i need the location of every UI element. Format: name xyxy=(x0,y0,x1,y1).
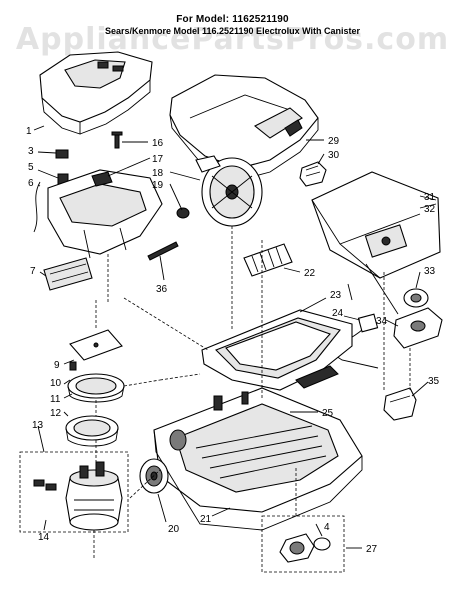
callout-14: 14 xyxy=(38,532,50,543)
callout-17: 17 xyxy=(152,154,164,165)
part-36-pin xyxy=(147,241,179,261)
kit-27-box xyxy=(261,515,345,573)
part-16-screw xyxy=(111,131,123,149)
callout-34: 34 xyxy=(376,316,388,327)
callout-13: 13 xyxy=(32,420,44,431)
part-9-gasket xyxy=(69,329,123,361)
callout-11: 11 xyxy=(50,394,61,405)
callout-10: 10 xyxy=(50,378,62,389)
part-30-latch xyxy=(299,161,327,187)
callout-1: 1 xyxy=(26,126,32,137)
part-22-grill xyxy=(243,243,293,277)
callout-20: 20 xyxy=(168,524,180,535)
diagram-subtitle: Sears/Kenmore Model 116.2521190 Electrol… xyxy=(104,26,361,36)
part-12-ring xyxy=(65,415,119,447)
part-18-cord-reel xyxy=(195,155,263,227)
part-7-filter xyxy=(43,257,93,291)
callout-35: 35 xyxy=(428,376,440,387)
callout-27: 27 xyxy=(366,544,378,555)
callout-3: 3 xyxy=(28,146,34,157)
part-31-32-dust-bag xyxy=(311,171,441,279)
callout-19: 19 xyxy=(152,180,164,191)
part-6-wire xyxy=(33,181,41,233)
callout-24: 24 xyxy=(332,308,344,319)
part-1-motor-hood xyxy=(39,51,153,135)
callout-30: 30 xyxy=(328,150,340,161)
callout-16: 16 xyxy=(152,138,164,149)
part-29-canister-lid xyxy=(169,74,319,181)
part-13-brushes xyxy=(33,479,57,491)
leader-lines xyxy=(33,125,437,560)
motor-kit-box xyxy=(19,451,129,533)
callout-18: 18 xyxy=(152,168,164,179)
part-14-motor xyxy=(65,461,123,531)
part-19-button xyxy=(176,207,190,219)
callout-labels: 1 3 5 6 7 9 10 11 12 13 14 16 17 18 19 2… xyxy=(26,126,440,555)
callout-22: 22 xyxy=(304,268,316,279)
callout-6: 6 xyxy=(28,178,34,189)
part-4-filter-cap xyxy=(279,533,331,563)
part-10-spring xyxy=(69,361,77,371)
callout-31: 31 xyxy=(424,192,436,203)
callout-32: 32 xyxy=(424,204,436,215)
callout-5: 5 xyxy=(28,162,34,173)
part-35-hinge xyxy=(383,387,417,421)
part-33-grommet xyxy=(403,288,429,308)
callout-7: 7 xyxy=(30,266,36,277)
callout-21: 21 xyxy=(200,514,212,525)
part-11-ring xyxy=(67,373,125,403)
callout-25: 25 xyxy=(322,408,334,419)
diagram-title: For Model: 1162521190 xyxy=(176,14,289,25)
callout-9: 9 xyxy=(54,360,60,371)
part-3-clip xyxy=(55,149,69,159)
callout-12: 12 xyxy=(50,408,62,419)
part-23-gasket-frame xyxy=(201,309,353,391)
part-21-canister-base xyxy=(153,387,363,531)
part-17-motor-housing xyxy=(47,169,163,259)
callout-4: 4 xyxy=(324,522,330,533)
callout-29: 29 xyxy=(328,136,340,147)
callout-23: 23 xyxy=(330,290,342,301)
callout-33: 33 xyxy=(424,266,436,277)
part-34-bag-holder xyxy=(393,307,443,349)
callout-36: 36 xyxy=(156,284,168,295)
